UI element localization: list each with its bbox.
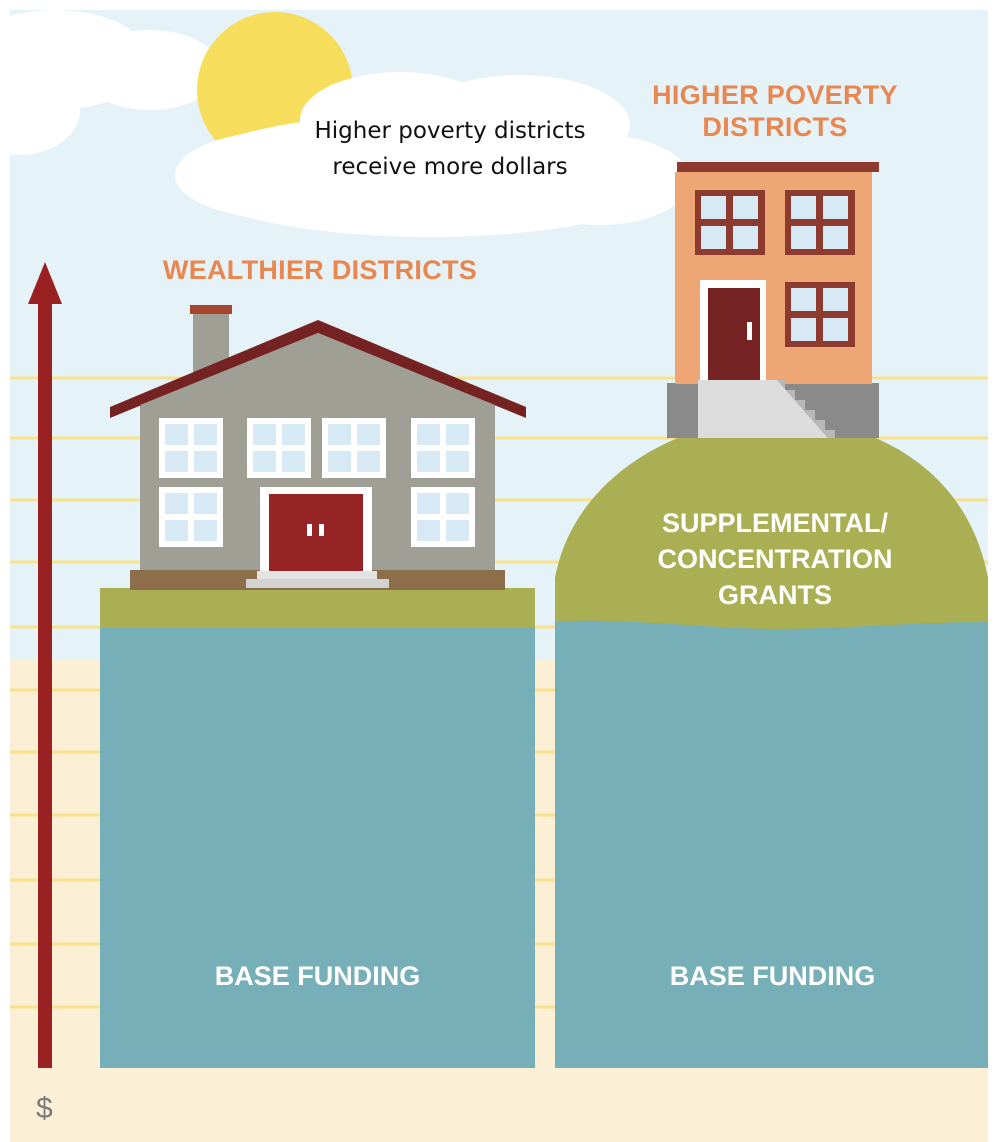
speech-cloud (175, 72, 690, 237)
cloud-left (0, 10, 220, 155)
wealthier-base-funding-label: BASE FUNDING (214, 961, 421, 991)
cloud-caption: Higher poverty districts receive more do… (314, 118, 586, 180)
school-building (667, 162, 879, 438)
wealthier-districts-title: WEALTHIER DISTRICTS (162, 255, 478, 285)
supplemental-grants-label: SUPPLEMENTAL/ CONCENTRATION GRANTS (657, 508, 893, 610)
poverty-base-funding-block (555, 620, 988, 1068)
wealthier-grass-strip (100, 588, 535, 628)
house (110, 305, 526, 590)
supplemental-grants-hill (555, 418, 988, 629)
money-axis-arrow-shaft (38, 300, 52, 1068)
wealthier-base-funding-block (100, 628, 535, 1068)
money-axis-dollar-symbol: $ (36, 1092, 53, 1125)
poverty-base-funding-label: BASE FUNDING (669, 961, 876, 991)
higher-poverty-districts-title: HIGHER POVERTY DISTRICTS (652, 80, 898, 142)
money-axis-arrow-head (28, 262, 62, 304)
